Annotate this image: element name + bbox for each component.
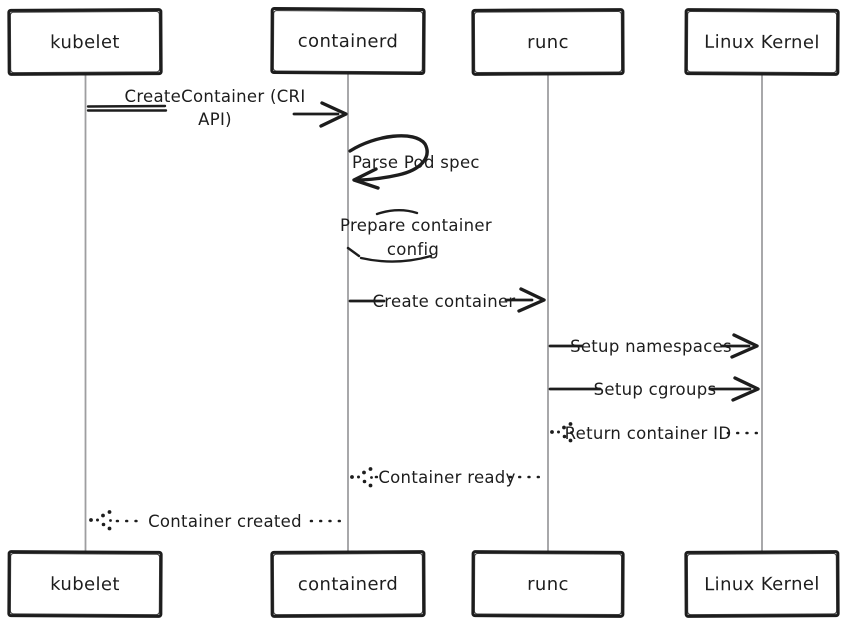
self-message-prepare-container-config: Prepare container config [340,209,492,263]
actor-runc-bottom: runc [471,550,625,618]
message-label: Prepare container [340,216,492,235]
actor-label: containerd [298,574,399,596]
actor-kubelet-top: kubelet [7,8,163,76]
message-setup-namespaces: Setup namespaces [548,333,759,359]
message-label: API) [198,110,232,129]
actor-label: kubelet [50,574,120,595]
lifelines [84,73,763,553]
actor-runc-top: runc [471,8,625,76]
actor-box-rect [684,8,840,76]
arrowhead-icon [352,167,380,190]
actor-box-rect [7,550,163,618]
actor-label: containerd [298,31,399,53]
self-loop-arrow [375,209,419,216]
arrowhead-icon [730,333,759,359]
message-label: Container ready [378,468,515,487]
message-createcontainer-cri-api: CreateContainer (CRI API) [86,87,348,129]
arrowhead-icon [319,101,348,128]
message-return-container-id: Return container ID [550,422,763,443]
actor-box-rect [7,8,163,76]
message-container-ready: Container ready [350,467,549,488]
self-loop-arrow [348,134,429,182]
arrowhead-icon [346,246,361,258]
message-label: Setup namespaces [570,337,732,356]
message-create-container: Create container [348,287,546,313]
actor-box-rect [471,8,625,76]
arrow-line [86,104,167,108]
actor-box-rect [684,550,840,618]
actor-box-rect [471,550,625,618]
actor-box-sketch [272,552,424,616]
actor-containerd-bottom: containerd [270,550,426,618]
self-loop-arrow [359,254,433,263]
actor-box-sketch [686,10,838,74]
actor-label: Linux Kernel [704,574,820,596]
dotted-arrowhead-icon [350,467,373,488]
message-label: Create container [372,292,515,311]
message-label: Parse Pod spec [352,153,480,172]
self-message-parse-pod-spec: Parse Pod spec [348,134,480,190]
arrowhead-icon [731,376,760,402]
message-label: Return container ID [565,424,732,443]
message-container-created: Container created [89,510,349,531]
actor-linux-kernel-top: Linux Kernel [684,8,840,76]
dotted-arrowhead-icon [89,510,112,531]
actor-box-rect [270,7,426,75]
actor-box-sketch [686,552,838,616]
actor-label: runc [527,32,569,53]
message-label: Setup cgroups [594,380,717,399]
actor-box-sketch [473,552,623,616]
actor-box-rect [270,550,426,618]
actor-linux-kernel-bottom: Linux Kernel [684,550,840,618]
arrowhead-icon [517,287,546,313]
actor-box-sketch [272,10,424,73]
message-label: config [387,240,439,259]
message-label: CreateContainer (CRI [125,87,306,106]
message-label: Container created [148,512,302,531]
actor-label: Linux Kernel [704,32,820,54]
actor-box-sketch [9,10,161,74]
actor-label: runc [527,574,569,595]
actor-box-sketch [473,10,623,74]
actor-containerd-top: containerd [270,7,426,75]
actor-box-sketch [9,552,161,616]
actor-kubelet-bottom: kubelet [7,550,163,618]
actor-label: kubelet [50,32,120,53]
message-setup-cgroups: Setup cgroups [548,376,760,402]
